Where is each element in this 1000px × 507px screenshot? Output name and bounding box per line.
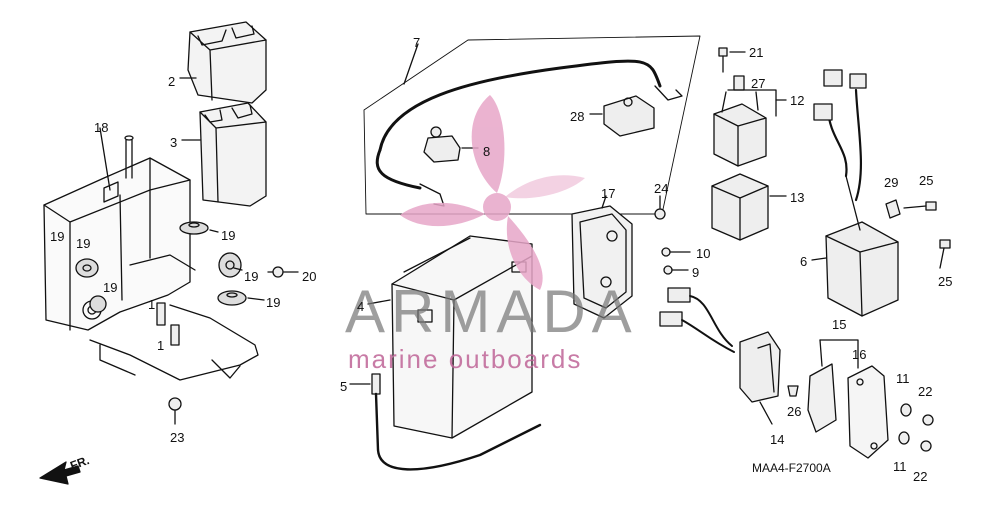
watermark-tagline: marine outboards: [348, 344, 583, 374]
part-15-cover-plate: [807, 363, 837, 433]
part-label-p19a: 19: [50, 229, 65, 244]
part-label-p19d: 19: [221, 228, 236, 243]
part-18-bracket: [43, 135, 259, 381]
part-label-p19e: 19: [244, 269, 259, 284]
part-8-sensor: [423, 126, 461, 163]
part-2-cover: [187, 21, 267, 104]
part-23-bolt: [168, 397, 182, 425]
part-label-p19f: 19: [266, 295, 281, 310]
part-label-p20: 20: [302, 269, 317, 284]
part-6-regulator: [813, 69, 899, 317]
part-label-p17: 17: [601, 186, 616, 201]
front-arrow-icon: [39, 461, 81, 485]
part-label-p15: 15: [832, 317, 847, 332]
part-label-p24: 24: [654, 181, 669, 196]
part-label-p6: 6: [800, 254, 808, 269]
watermark-propeller-logo: [400, 95, 585, 290]
part-label-p10: 10: [696, 246, 711, 261]
part-label-p19c: 19: [103, 280, 118, 295]
part-label-p21: 21: [749, 45, 764, 60]
part-label-p28: 28: [570, 109, 585, 124]
part-1-bolts: [156, 302, 180, 346]
part-label-p23: 23: [170, 430, 185, 445]
watermark-brand: ARMADA: [345, 278, 638, 345]
part-label-p25b: 25: [938, 274, 953, 289]
part-label-p4: 4: [357, 299, 365, 314]
part-label-p1b: 1: [157, 338, 165, 353]
part-12-relay: [713, 91, 767, 167]
part-5-battery-cable: [371, 373, 542, 471]
part-label-p27: 27: [751, 76, 766, 91]
part-label-p11b: 11: [893, 459, 907, 474]
part-27-fuse: [733, 75, 745, 91]
part-label-p5: 5: [340, 379, 348, 394]
part-label-p18: 18: [94, 120, 109, 135]
parts-11-22-fasteners: [898, 403, 934, 452]
parts-24-10-9-fasteners: [654, 195, 691, 275]
part-13-relay-cover: [711, 173, 769, 241]
part-7-cable-frame: [363, 35, 701, 215]
part-21-screw: [718, 47, 746, 73]
part-label-p13: 13: [790, 190, 805, 205]
part-label-p12: 12: [790, 93, 805, 108]
part-28-relay-block: [603, 95, 655, 137]
part-label-p7: 7: [413, 35, 421, 50]
part-4-battery: [391, 235, 533, 439]
part-26-clip: [787, 385, 799, 397]
part-label-p16: 16: [852, 347, 867, 362]
part-label-p25a: 25: [919, 173, 934, 188]
part-19-grommets: [75, 221, 247, 313]
part-label-p9: 9: [692, 265, 700, 280]
part-label-p2: 2: [168, 74, 176, 89]
part-3-control-unit: [199, 102, 267, 207]
part-20-bolt: [267, 266, 299, 278]
part-29-clip: [885, 199, 901, 219]
part-label-p3: 3: [170, 135, 178, 150]
part-label-p22a: 22: [918, 384, 933, 399]
part-label-p22b: 22: [913, 469, 928, 484]
part-label-p11a: 11: [896, 371, 910, 386]
part-14-harness: [659, 287, 781, 403]
part-25-bolts: [903, 201, 951, 269]
part-label-p8: 8: [483, 144, 491, 159]
part-label-p1a: 1: [148, 297, 156, 312]
part-16-cover-plate: [847, 365, 889, 459]
part-label-p14: 14: [770, 432, 785, 447]
part-label-p29: 29: [884, 175, 899, 190]
part-label-p26: 26: [787, 404, 802, 419]
part-label-p19b: 19: [76, 236, 91, 251]
part-17-cover: [571, 205, 633, 319]
diagram-code: MAA4-F2700A: [752, 461, 831, 475]
